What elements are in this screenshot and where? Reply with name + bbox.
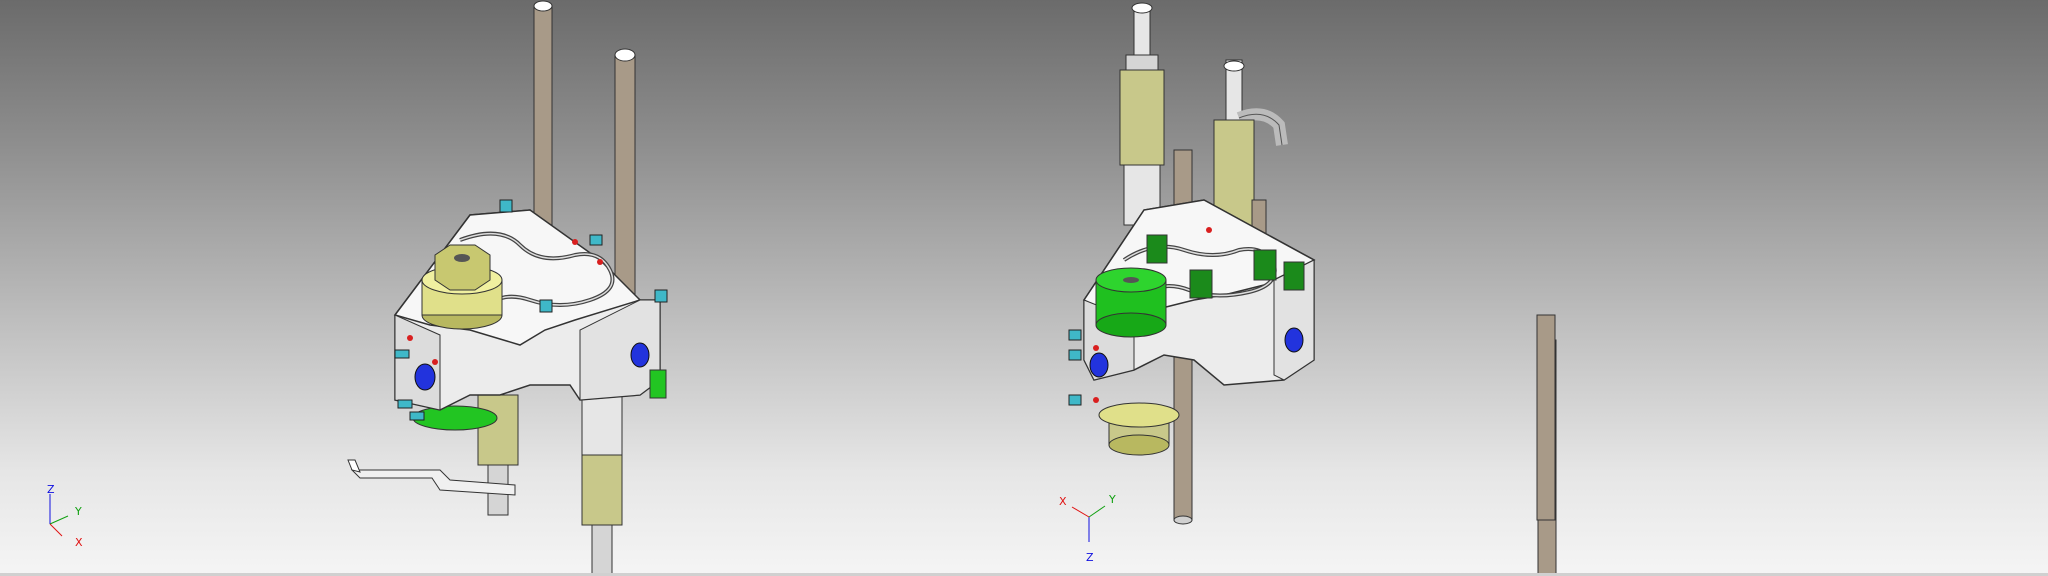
- blue-port-right-r: [1284, 327, 1304, 353]
- axis-label-y: Y: [75, 505, 82, 518]
- green-nub: [649, 369, 667, 399]
- axis-triad-right: X Y Z: [1039, 492, 1119, 572]
- axis-triad-left: Z Y X: [40, 484, 120, 564]
- lower-shaft-right: [581, 394, 623, 576]
- axis-label-z: Z: [47, 483, 55, 496]
- viewport-bottom-edge: [0, 573, 2048, 576]
- long-rod-back: [1173, 329, 1193, 525]
- green-cap: [1095, 267, 1167, 338]
- axis-label-x-r: X: [1059, 495, 1067, 508]
- yellow-bottom-fitting: [1098, 402, 1180, 456]
- tall-rod-left: [533, 0, 553, 247]
- assembly-model-right[interactable]: [1024, 0, 2048, 576]
- short-rod: [1173, 149, 1193, 211]
- blue-port-left-r: [1089, 352, 1109, 378]
- green-posts: [1146, 234, 1305, 299]
- yellow-fitting: [421, 244, 503, 330]
- blue-port-left: [414, 363, 436, 391]
- axis-label-y-r: Y: [1109, 493, 1116, 506]
- red-markers: [407, 239, 603, 365]
- left-view-pane[interactable]: Z Y X: [0, 0, 1024, 576]
- tall-rod-right: [614, 48, 636, 296]
- axis-label-z-r: Z: [1086, 551, 1094, 564]
- right-view-pane[interactable]: X Y Z: [1024, 0, 2048, 576]
- red-markers-right: [1093, 227, 1212, 403]
- actuator-cylinder-1: [1119, 2, 1165, 226]
- assembly-model-left[interactable]: [0, 0, 1024, 576]
- cyan-fittings: [394, 199, 668, 421]
- axis-label-x: X: [75, 536, 83, 549]
- long-rod-middle: [1536, 314, 1556, 521]
- cyan-fittings-right: [1068, 329, 1082, 406]
- lower-shaft-left: [347, 394, 519, 516]
- green-ring-bottom: [412, 405, 498, 431]
- blue-port-right: [630, 342, 650, 368]
